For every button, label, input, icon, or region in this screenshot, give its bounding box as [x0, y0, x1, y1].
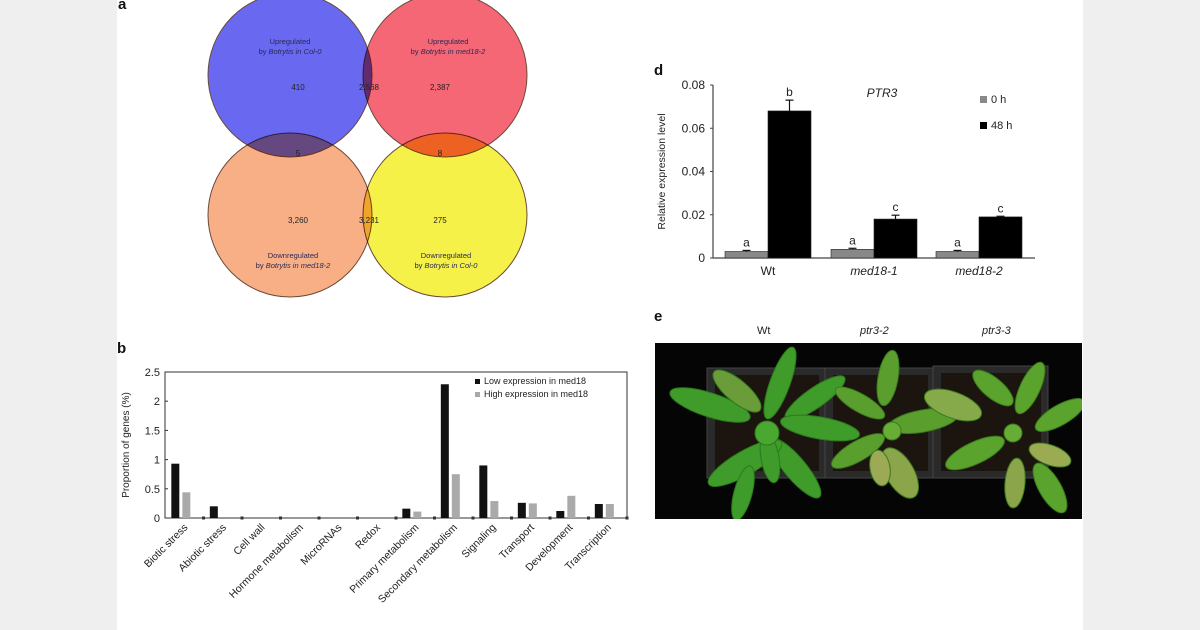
chart-d-significance-letter: c [893, 200, 899, 214]
chart-d-bar [830, 249, 875, 259]
chart-b-bar [567, 495, 576, 518]
chart-d-title: PTR3 [867, 86, 898, 100]
venn-set-label: by Botrytis in med18-2 [411, 47, 486, 56]
chart-d-bar [978, 216, 1023, 259]
chart-b-ytick: 2.5 [145, 367, 160, 379]
photo-col-wt: Wt [757, 325, 771, 337]
chart-b-bar [528, 503, 537, 518]
panel-label-b: b [117, 340, 127, 357]
chart-b-bar [182, 492, 191, 518]
venn-set-label: Upregulated [270, 37, 311, 46]
chart-b-ytick: 0.5 [145, 484, 160, 496]
panel-label-a: a [118, 0, 127, 13]
chart-b-legend-item: Low expression in med18 [484, 376, 586, 386]
chart-d-ylabel: Relative expression level [656, 113, 668, 229]
venn-count-down_med18_only: 3,260 [288, 216, 309, 225]
chart-b-xtick: Signaling [459, 522, 498, 561]
chart-d-ytick: 0.08 [682, 78, 706, 92]
chart-d-ytick: 0.02 [682, 208, 706, 222]
venn-count-upcol0_downmed18: 5 [296, 149, 301, 158]
chart-d-significance-letter: c [998, 201, 1004, 215]
venn-set-label: by Botrytis in Col-0 [415, 261, 479, 270]
chart-d-xtick: Wt [761, 264, 776, 278]
plant-photo [655, 343, 1082, 519]
plant-rosettes-image [669, 346, 1082, 519]
chart-d-ytick: 0 [698, 251, 705, 265]
photo-col-ptr3-3: ptr3-3 [982, 325, 1011, 337]
chart-d-xtick: med18-1 [850, 264, 897, 278]
chart-b-xtick: Transport [497, 522, 537, 562]
chart-d-legend-item: 0 h [991, 94, 1006, 106]
chart-b-legend-item: High expression in med18 [484, 389, 588, 399]
chart-b-ytick: 0 [154, 513, 160, 525]
venn-set-label: by Botrytis in med18-2 [256, 261, 331, 270]
venn-count-up_both: 2,568 [359, 83, 380, 92]
venn-count-up_col0_only: 410 [291, 83, 305, 92]
chart-b-bar [402, 508, 411, 518]
chart-d-bar [873, 218, 918, 259]
venn-count-up_med18_only: 2,387 [430, 83, 451, 92]
chart-b-bar [517, 502, 526, 518]
venn-count-down_col0_only: 275 [433, 216, 447, 225]
chart-d-xtick: med18-2 [955, 264, 1003, 278]
chart-b-bar [440, 384, 449, 518]
venn-circles [207, 0, 528, 298]
chart-d-ytick: 0.06 [682, 121, 706, 135]
chart-b-bar [171, 463, 180, 518]
venn-count-upmed18_downcol0: 8 [438, 149, 443, 158]
chart-b-bar [413, 511, 422, 518]
panel-label-d: d [654, 62, 664, 79]
chart-b-ytick: 1 [154, 455, 160, 467]
chart-d-bar [767, 110, 812, 259]
chart-d-ytick: 0.04 [682, 165, 706, 179]
chart-b-bar [209, 506, 218, 518]
chart-b-bar [594, 503, 603, 518]
chart-b-bar [451, 474, 460, 518]
chart-b-bar [605, 503, 614, 518]
chart-b-xtick: MicroRNAs [298, 522, 344, 568]
chart-d-significance-letter: a [954, 235, 961, 249]
venn-set-label: Downregulated [421, 251, 471, 260]
chart-b-xtick: Redox [353, 521, 383, 551]
panel-label-e: e [654, 308, 663, 325]
chart-b-bar [556, 510, 565, 518]
chart-b-ylabel: Proportion of genes (%) [121, 392, 132, 498]
chart-d-bar [724, 251, 769, 259]
chart-b-xtick: Hormone metabolism [227, 521, 306, 600]
chart-d-bar [935, 251, 980, 259]
chart-b-xtick: Cell wall [231, 522, 267, 558]
chart-b-bar [479, 465, 488, 518]
venn-circle-down_col0 [362, 132, 528, 298]
chart-d-legend-item: 48 h [991, 120, 1012, 132]
chart-b-bar [490, 501, 499, 518]
venn-set-label: Upregulated [428, 37, 469, 46]
venn-count-down_both: 3,231 [359, 216, 380, 225]
chart-d-significance-letter: a [849, 233, 856, 247]
venn-set-label: by Botrytis in Col-0 [259, 47, 323, 56]
chart-b-ytick: 1.5 [145, 425, 160, 437]
chart-d-significance-letter: b [786, 85, 793, 99]
chart-b-xtick: Secondary metabolism [376, 521, 460, 605]
chart-d-significance-letter: a [743, 235, 750, 249]
chart-b-ytick: 2 [154, 396, 160, 408]
venn-set-label: Downregulated [268, 251, 318, 260]
chart-b-xtick: Primary metabolism [347, 521, 421, 595]
photo-col-ptr3-2: ptr3-2 [860, 325, 889, 337]
